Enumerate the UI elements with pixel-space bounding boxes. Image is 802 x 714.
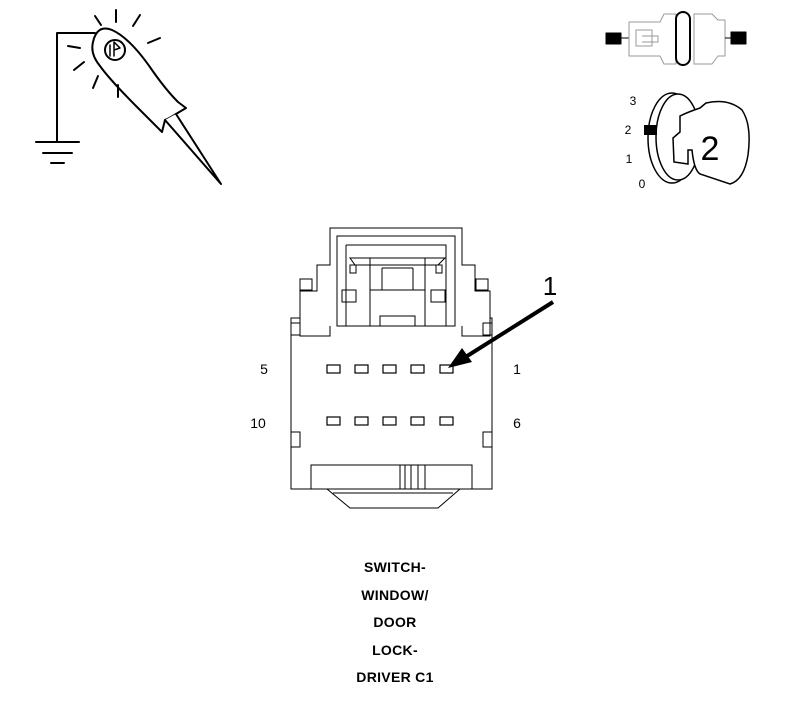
cavity-8 xyxy=(382,416,397,426)
cavity-5 xyxy=(326,364,341,374)
cavity-2 xyxy=(410,364,425,374)
caption-line-5: DRIVER C1 xyxy=(356,669,434,685)
ignition-position-0: 0 xyxy=(639,177,646,191)
cavity-1 xyxy=(439,364,454,374)
ignition-position-2: 2 xyxy=(625,123,632,137)
caption-line-1: SWITCH- xyxy=(364,559,426,575)
ignition-position-3: 3 xyxy=(630,94,637,108)
cavity-6 xyxy=(439,416,454,426)
ignition-key-label: 2 xyxy=(701,130,720,168)
cavity-10 xyxy=(326,416,341,426)
disconnected-connector-icon xyxy=(605,11,747,66)
ignition-position-1: 1 xyxy=(626,152,633,166)
callout-arrow xyxy=(448,300,555,368)
caption-line-2: WINDOW/ xyxy=(361,586,429,603)
pin-label-5: 5 xyxy=(260,361,268,377)
pin-cavities xyxy=(326,364,454,426)
connector-caption: SWITCH- WINDOW/ DOOR LOCK- DRIVER C1 xyxy=(295,554,495,692)
ground-symbol-icon xyxy=(35,141,80,164)
caption-line-4: LOCK- xyxy=(372,641,418,658)
connector-face xyxy=(290,227,493,509)
callout-number: 1 xyxy=(543,271,557,301)
cavity-4 xyxy=(354,364,369,374)
ignition-position-marker xyxy=(644,125,657,135)
pin-label-10: 10 xyxy=(250,415,266,431)
cavity-9 xyxy=(354,416,369,426)
pin-label-6: 6 xyxy=(513,415,521,431)
ignition-key-switch-icon xyxy=(644,92,750,185)
caption-line-3: DOOR xyxy=(373,614,417,630)
test-light-probe-icon xyxy=(35,9,222,185)
cavity-3 xyxy=(382,364,397,374)
pin-label-1: 1 xyxy=(513,361,521,377)
cavity-7 xyxy=(410,416,425,426)
